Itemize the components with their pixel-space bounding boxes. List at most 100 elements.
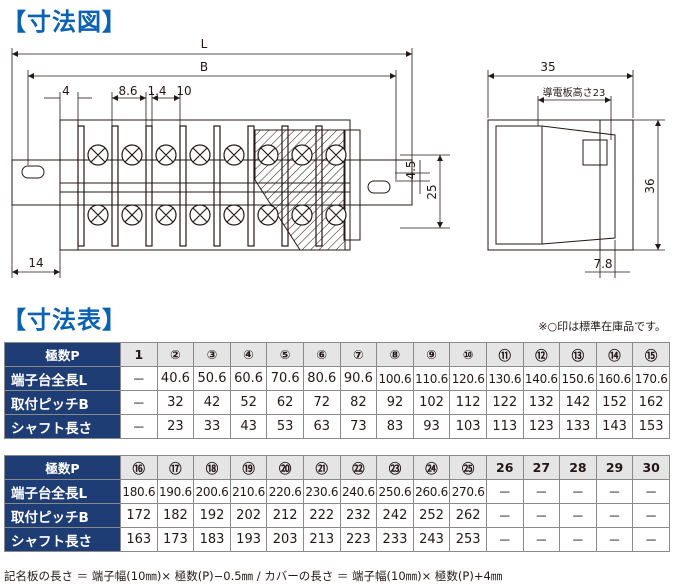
pole-count-cell: ⑤	[266, 342, 304, 367]
value-cell: 223	[339, 527, 378, 552]
left-mounting-slot	[21, 165, 45, 179]
value-cell: 63	[302, 414, 341, 439]
value-cell: 110.6	[412, 366, 451, 391]
value-cell: 133	[559, 414, 597, 439]
value-cell: 80.6	[302, 366, 341, 391]
dimension-drawing: L B 4 8.6 1.4 10 14 4.5 25 35 導電板高さ23 36…	[11, 37, 665, 278]
dim-8-6: 8.6	[118, 84, 137, 98]
value-cell: 162	[632, 390, 670, 415]
dim-1-4: 1.4	[147, 84, 166, 98]
value-cell: －	[485, 479, 524, 504]
value-cell: 260.6	[412, 479, 451, 504]
value-cell: －	[120, 414, 158, 439]
pole-count-cell: 27	[522, 455, 561, 480]
value-cell: 122	[485, 390, 524, 415]
dim-36: 36	[643, 178, 657, 193]
value-cell: 132	[522, 390, 561, 415]
value-cell: 202	[229, 503, 268, 528]
right-mounting-slot	[367, 180, 391, 194]
cover-section-hatch	[254, 129, 346, 251]
value-cell: 43	[229, 414, 268, 439]
value-cell: －	[120, 366, 158, 391]
value-cell: 242	[376, 503, 414, 528]
value-cell: 222	[302, 503, 341, 528]
pole-count-cell: 30	[632, 455, 670, 480]
value-cell: 60.6	[229, 366, 268, 391]
pole-count-cell: ⑲	[229, 455, 268, 480]
value-cell: 182	[156, 503, 195, 528]
pole-count-cell: ⑧	[376, 342, 414, 367]
value-cell: 183	[193, 527, 231, 552]
value-cell: 83	[376, 414, 414, 439]
pole-count-cell: ㉑	[302, 455, 341, 480]
value-cell: 262	[449, 503, 487, 528]
dim-L: L	[201, 37, 208, 51]
value-cell: －	[595, 479, 634, 504]
value-cell: 103	[449, 414, 487, 439]
value-cell: 130.6	[485, 366, 524, 391]
pole-count-cell: ⑨	[412, 342, 451, 367]
value-cell: 120.6	[449, 366, 487, 391]
pole-count-cell: ⑭	[595, 342, 634, 367]
value-cell: 200.6	[193, 479, 231, 504]
value-cell: 93	[412, 414, 451, 439]
value-cell: 53	[266, 414, 304, 439]
pole-count-cell: ⑦	[339, 342, 378, 367]
value-cell: 150.6	[559, 366, 597, 391]
row-label: 取付ピッチB	[3, 390, 122, 415]
value-cell: 143	[595, 414, 634, 439]
value-cell: 232	[339, 503, 378, 528]
pole-count-cell: 29	[595, 455, 634, 480]
value-cell: 180.6	[120, 479, 158, 504]
header-label: 極数P	[3, 455, 122, 480]
value-cell: －	[522, 503, 561, 528]
pole-count-cell: 28	[559, 455, 597, 480]
value-cell: 250.6	[376, 479, 414, 504]
value-cell: －	[632, 503, 670, 528]
value-cell: 252	[412, 503, 451, 528]
value-cell: 73	[339, 414, 378, 439]
pole-count-cell: ②	[156, 342, 195, 367]
value-cell: 243	[412, 527, 451, 552]
pole-count-cell: ⑱	[193, 455, 231, 480]
value-cell: 152	[595, 390, 634, 415]
row-label: シャフト長さ	[3, 527, 122, 552]
value-cell: －	[485, 527, 524, 552]
value-cell: 173	[156, 527, 195, 552]
value-cell: －	[485, 503, 524, 528]
pole-count-cell: ③	[193, 342, 231, 367]
value-cell: －	[595, 503, 634, 528]
value-cell: 92	[376, 390, 414, 415]
value-cell: 82	[339, 390, 378, 415]
dim-plate-height: 導電板高さ23	[543, 86, 606, 99]
pole-count-cell: ⑥	[302, 342, 341, 367]
value-cell: 170.6	[632, 366, 670, 391]
dim-14: 14	[28, 256, 43, 270]
pole-count-cell: ⑰	[156, 455, 195, 480]
drawing-heading: 【寸法図】	[2, 8, 127, 36]
footer-formula: 記名板の長さ ＝ 端子幅(10㎜)× 極数(P)−0.5㎜ / カバーの長さ ＝…	[4, 569, 503, 583]
row-label: 端子台全長L	[3, 366, 122, 391]
value-cell: 153	[632, 414, 670, 439]
value-cell: 102	[412, 390, 451, 415]
value-cell: －	[632, 479, 670, 504]
value-cell: 23	[156, 414, 195, 439]
value-cell: 40.6	[156, 366, 195, 391]
value-cell: －	[522, 527, 561, 552]
table-heading: 【寸法表】	[2, 306, 127, 334]
value-cell: －	[120, 390, 158, 415]
pole-count-cell: ㉒	[339, 455, 378, 480]
value-cell: 113	[485, 414, 524, 439]
value-cell: 142	[559, 390, 597, 415]
pole-count-cell: ㉕	[449, 455, 487, 480]
dim-B: B	[200, 60, 208, 74]
value-cell: 140.6	[522, 366, 561, 391]
value-cell: 33	[193, 414, 231, 439]
value-cell: 70.6	[266, 366, 304, 391]
